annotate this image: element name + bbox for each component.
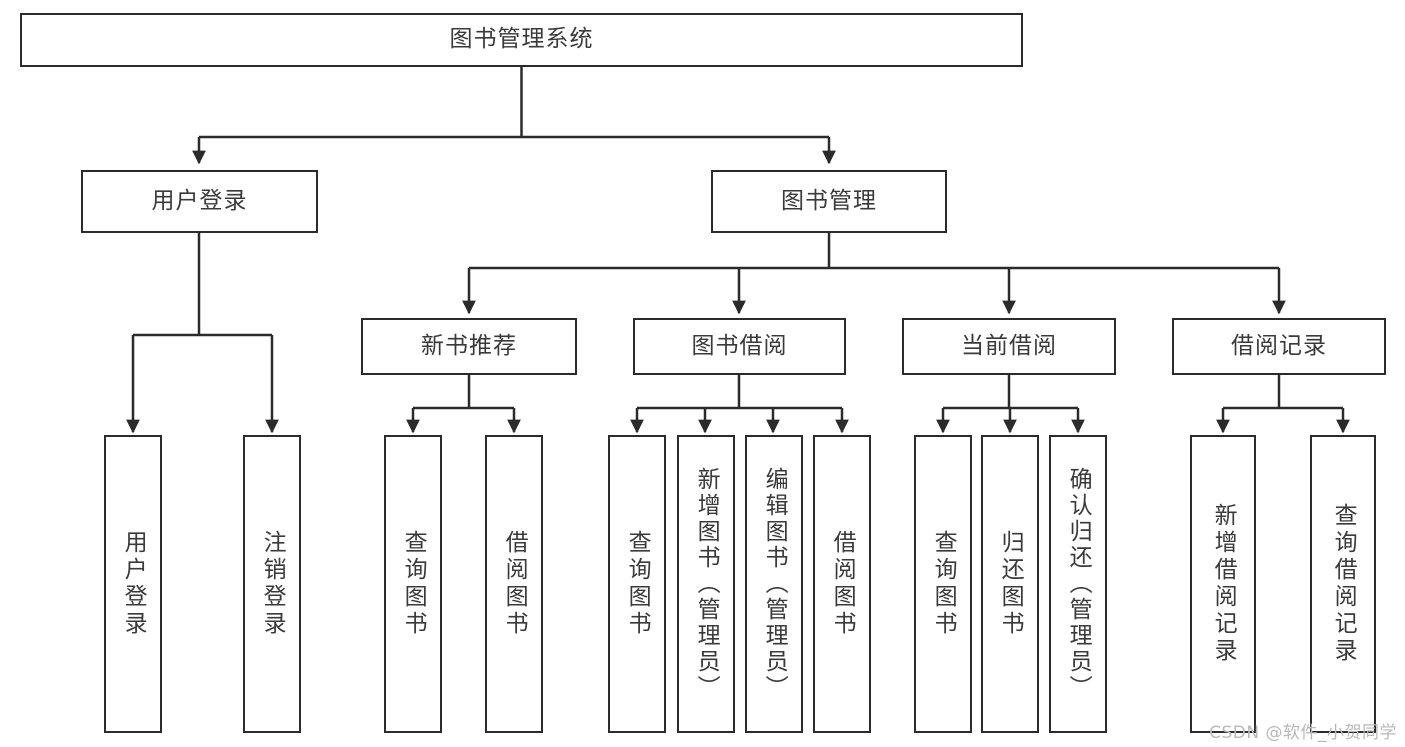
leaf-query-book-borrow[interactable]: 查询图书 bbox=[608, 435, 666, 733]
node-label: 当前借阅 bbox=[961, 332, 1057, 359]
leaf-edit-book-admin[interactable]: 编辑图书（管理员） bbox=[745, 435, 803, 733]
node-new-book-recommend[interactable]: 新书推荐 bbox=[361, 318, 577, 375]
node-label: 借阅图书 bbox=[501, 530, 528, 638]
leaf-confirm-return-admin[interactable]: 确认归还（管理员） bbox=[1049, 435, 1107, 733]
node-book-management[interactable]: 图书管理 bbox=[711, 170, 947, 233]
node-label: 图书借阅 bbox=[691, 332, 788, 359]
node-label: 查询图书 bbox=[400, 530, 427, 638]
leaf-add-borrow-record[interactable]: 新增借阅记录 bbox=[1190, 435, 1256, 733]
node-label: 确认归还（管理员） bbox=[1065, 467, 1092, 701]
node-label: 新书推荐 bbox=[421, 332, 517, 359]
node-label: 查询借阅记录 bbox=[1330, 503, 1357, 665]
node-label: 新增图书（管理员） bbox=[693, 467, 720, 701]
node-borrow-record[interactable]: 借阅记录 bbox=[1172, 318, 1386, 375]
leaf-add-book-admin[interactable]: 新增图书（管理员） bbox=[677, 435, 735, 733]
node-label: 查询图书 bbox=[624, 530, 651, 638]
leaf-query-borrow-record[interactable]: 查询借阅记录 bbox=[1310, 435, 1376, 733]
node-label: 查询图书 bbox=[930, 530, 957, 638]
leaf-borrow-book-recommend[interactable]: 借阅图书 bbox=[485, 435, 543, 733]
leaf-borrow-book[interactable]: 借阅图书 bbox=[813, 435, 871, 733]
node-label: 注销登录 bbox=[259, 530, 286, 638]
csdn-watermark: CSDN @软件_小贺同学 bbox=[1209, 723, 1397, 743]
leaf-query-book-current[interactable]: 查询图书 bbox=[914, 435, 972, 733]
leaf-return-book[interactable]: 归还图书 bbox=[981, 435, 1039, 733]
node-current-borrow[interactable]: 当前借阅 bbox=[902, 318, 1116, 375]
node-user-login[interactable]: 用户登录 bbox=[81, 170, 318, 233]
node-label: 归还图书 bbox=[997, 530, 1024, 638]
leaf-logout-login[interactable]: 注销登录 bbox=[243, 435, 301, 733]
node-label: 编辑图书（管理员） bbox=[761, 467, 788, 701]
node-label: 用户登录 bbox=[120, 530, 147, 638]
node-label: 图书管理 bbox=[781, 187, 877, 214]
node-label: 图书管理系统 bbox=[449, 26, 594, 53]
node-label: 借阅记录 bbox=[1231, 332, 1327, 359]
node-label: 新增借阅记录 bbox=[1210, 503, 1237, 665]
node-label: 借阅图书 bbox=[829, 530, 856, 638]
node-root-book-management-system[interactable]: 图书管理系统 bbox=[20, 13, 1023, 67]
node-book-borrow[interactable]: 图书借阅 bbox=[633, 318, 846, 375]
node-label: 用户登录 bbox=[151, 187, 248, 214]
leaf-user-login[interactable]: 用户登录 bbox=[104, 435, 162, 733]
leaf-query-book-recommend[interactable]: 查询图书 bbox=[384, 435, 442, 733]
